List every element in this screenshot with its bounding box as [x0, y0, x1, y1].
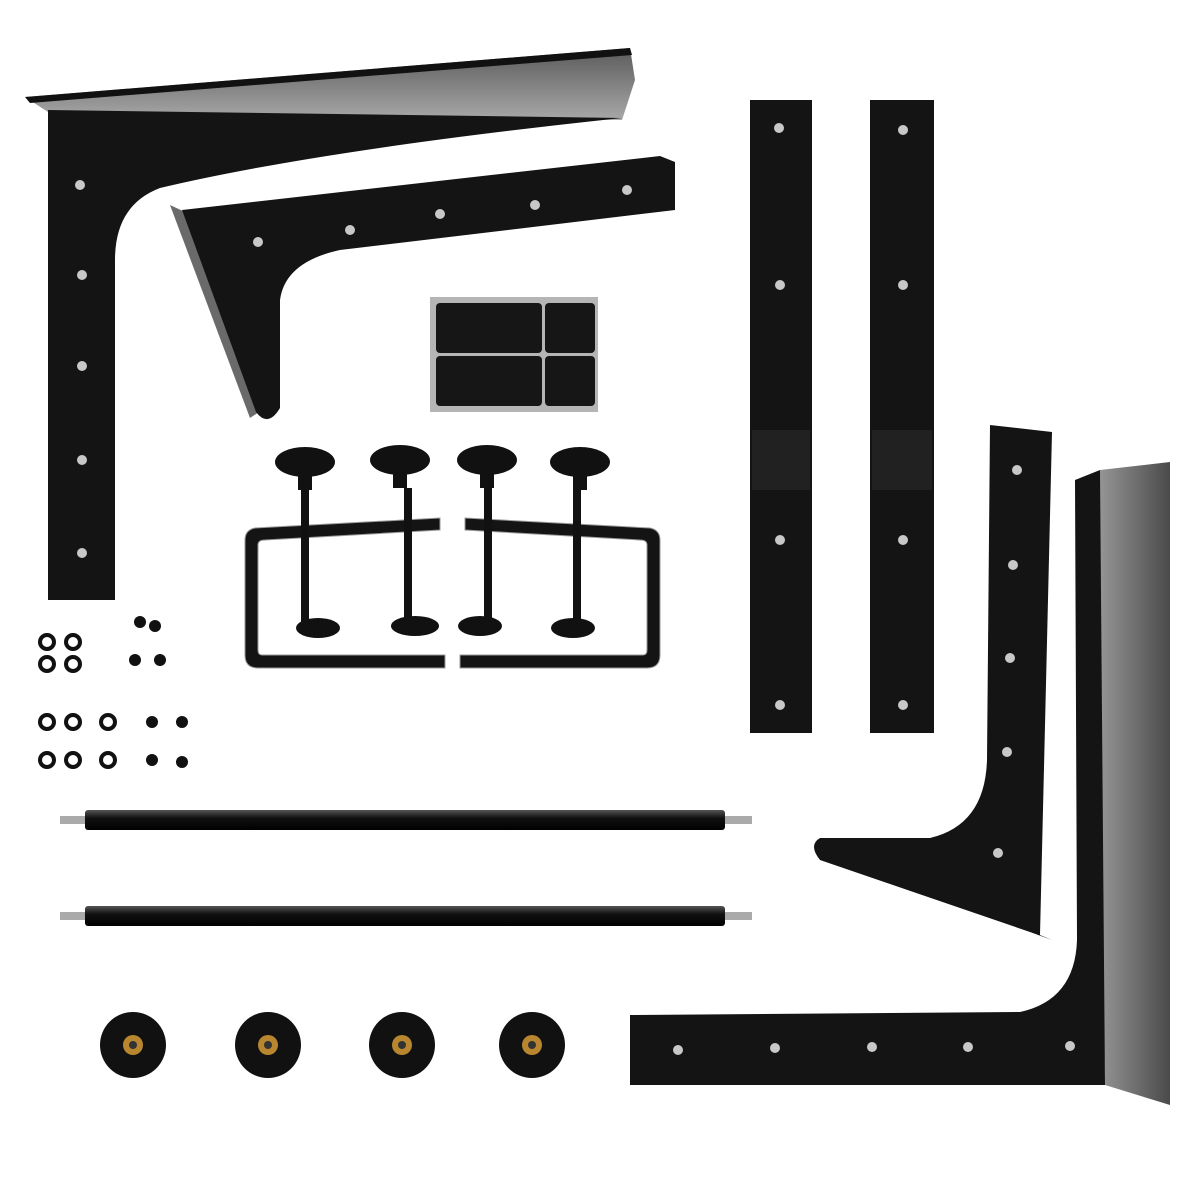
- straight-bar-left: [750, 100, 812, 733]
- clamp-screw: [370, 445, 439, 636]
- washers-and-screws: [38, 616, 188, 769]
- clamp-screws: [275, 445, 610, 638]
- rod-bottom: [60, 906, 752, 926]
- clamp-frame-left: [244, 517, 446, 669]
- clamp-screw: [550, 447, 610, 638]
- l-bracket-large-top-left: [25, 48, 635, 600]
- l-bracket-small-top: [170, 156, 675, 420]
- l-bracket-small-right: [814, 425, 1052, 940]
- clamp-screw: [457, 445, 517, 636]
- l-bracket-large-bottom-right: [630, 462, 1170, 1105]
- felt-pads-sheet: [430, 297, 598, 412]
- clamp-screw: [275, 447, 340, 638]
- star-knob: [235, 1012, 301, 1078]
- star-knob: [499, 1012, 565, 1078]
- star-knobs: [100, 1012, 565, 1078]
- straight-bar-right: [870, 100, 934, 733]
- star-knob: [369, 1012, 435, 1078]
- rod-top: [60, 810, 752, 830]
- star-knob: [100, 1012, 166, 1078]
- clamp-frame-right: [459, 517, 661, 669]
